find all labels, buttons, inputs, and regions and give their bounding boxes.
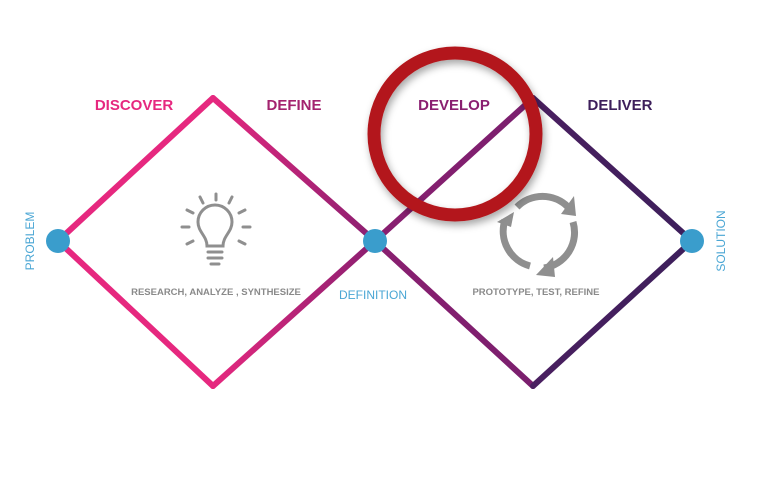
deliver-lower-edge: [530, 238, 695, 389]
discover-edges: [55, 95, 216, 244]
definition-label: DEFINITION: [339, 288, 407, 302]
problem-node: [46, 229, 70, 253]
develop-upper-edge: [372, 95, 536, 244]
cycle-arrowheads: [497, 196, 576, 277]
phase-develop: DEVELOP: [418, 97, 490, 114]
solution-node: [680, 229, 704, 253]
solution-label: SOLUTION: [714, 210, 728, 271]
second-diamond: [372, 95, 695, 389]
develop-lower-edge: [372, 238, 536, 389]
first-diamond-caption: RESEARCH, ANALYZE , SYNTHESIZE: [131, 287, 301, 298]
problem-label: PROBLEM: [23, 212, 37, 271]
define-lower-edge: [210, 238, 378, 389]
phase-discover: DISCOVER: [95, 97, 174, 114]
discover-lower-edge: [55, 238, 216, 389]
cycle-arrows-icon: [499, 192, 579, 272]
phase-define: DEFINE: [266, 97, 321, 114]
second-diamond-caption: PROTOTYPE, TEST, REFINE: [472, 287, 599, 298]
lightbulb-icon: [180, 192, 252, 266]
deliver-upper-edge: [530, 95, 695, 244]
definition-node: [363, 229, 387, 253]
highlight-ring: [367, 46, 543, 222]
define-upper-edge: [210, 95, 378, 244]
phase-deliver: DELIVER: [587, 97, 652, 114]
first-diamond: [55, 95, 378, 389]
